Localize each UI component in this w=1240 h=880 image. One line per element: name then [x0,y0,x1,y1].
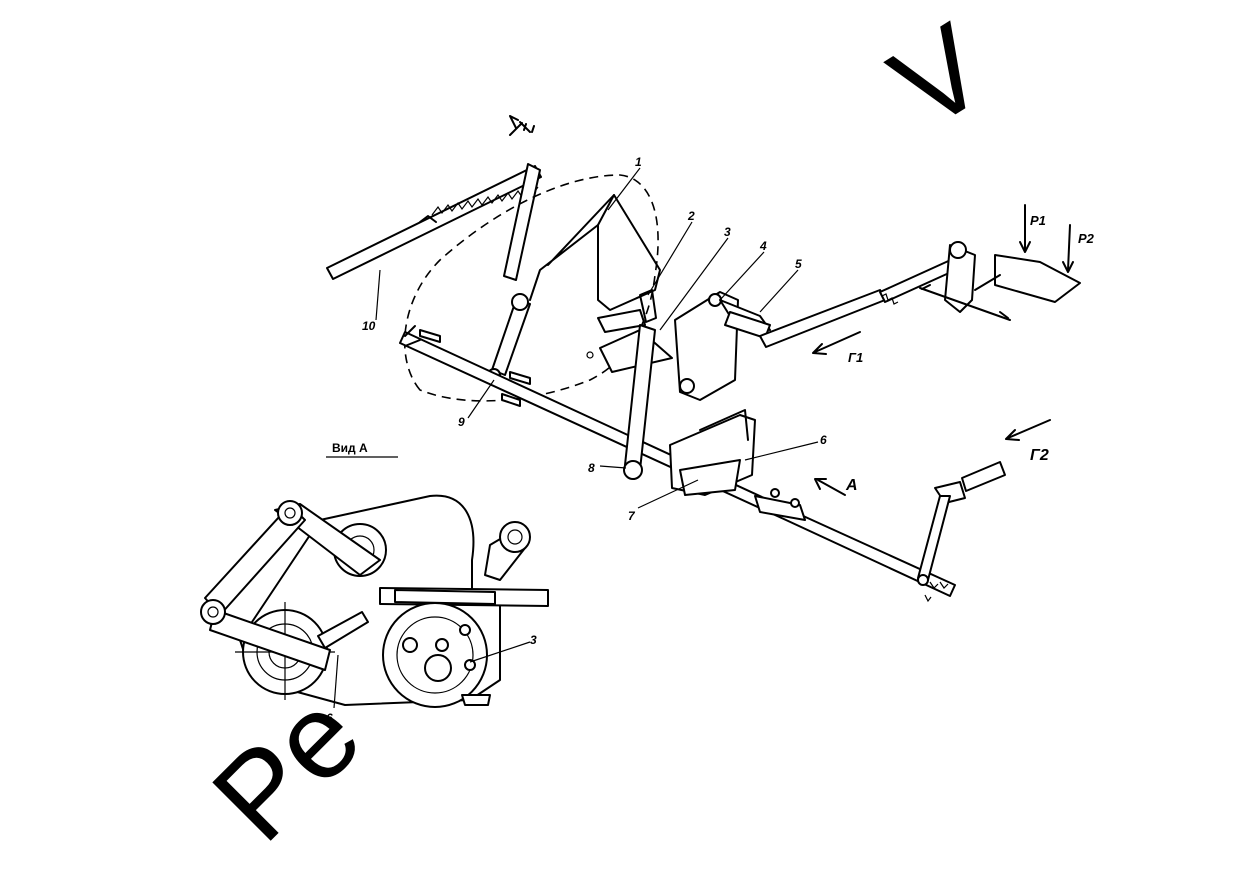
force-arrows [812,331,1051,496]
label-p2: P2 [1078,231,1095,246]
callout-1: 1 [635,155,642,169]
view-a-detail [200,494,549,709]
callout-3: 3 [724,225,731,239]
callouts-main: 1 2 3 4 5 6 7 8 9 10 [362,155,827,523]
part-1-plate [529,194,661,311]
spring-rod-assembly [326,115,542,280]
callout-9: 9 [458,415,465,429]
callout-7: 7 [628,509,636,523]
sector-assembly [586,289,673,373]
watermark-top: V [869,0,1008,155]
dashed-outline [403,174,659,402]
label-g1: Г1 [848,350,863,365]
upper-linkage [487,163,541,382]
callout-5: 5 [795,257,802,271]
label-g2: Г2 [1030,447,1049,464]
callout-leaders [375,167,819,509]
pushrod-upper [759,257,961,348]
callout-10: 10 [362,319,376,333]
callout-8: 8 [588,461,595,475]
lever-4 [674,291,739,401]
lower-crank [917,461,1006,603]
callout-6: 6 [820,433,827,447]
callout-2: 2 [687,209,695,223]
callout-4: 4 [759,239,767,253]
callout-view-6: 6 [326,711,333,725]
force-labels: P1 P2 Г1 Г2 A [845,213,1095,494]
view-a-caption: Вид А [332,441,368,455]
cylinder-5 [719,299,771,339]
shaft-bushings [419,329,531,407]
callout-view-3: 3 [530,633,537,647]
label-a: A [845,477,858,494]
lower-bracket-assembly [623,324,806,521]
pedal-assembly [919,204,1081,321]
label-p1: P1 [1030,213,1046,228]
